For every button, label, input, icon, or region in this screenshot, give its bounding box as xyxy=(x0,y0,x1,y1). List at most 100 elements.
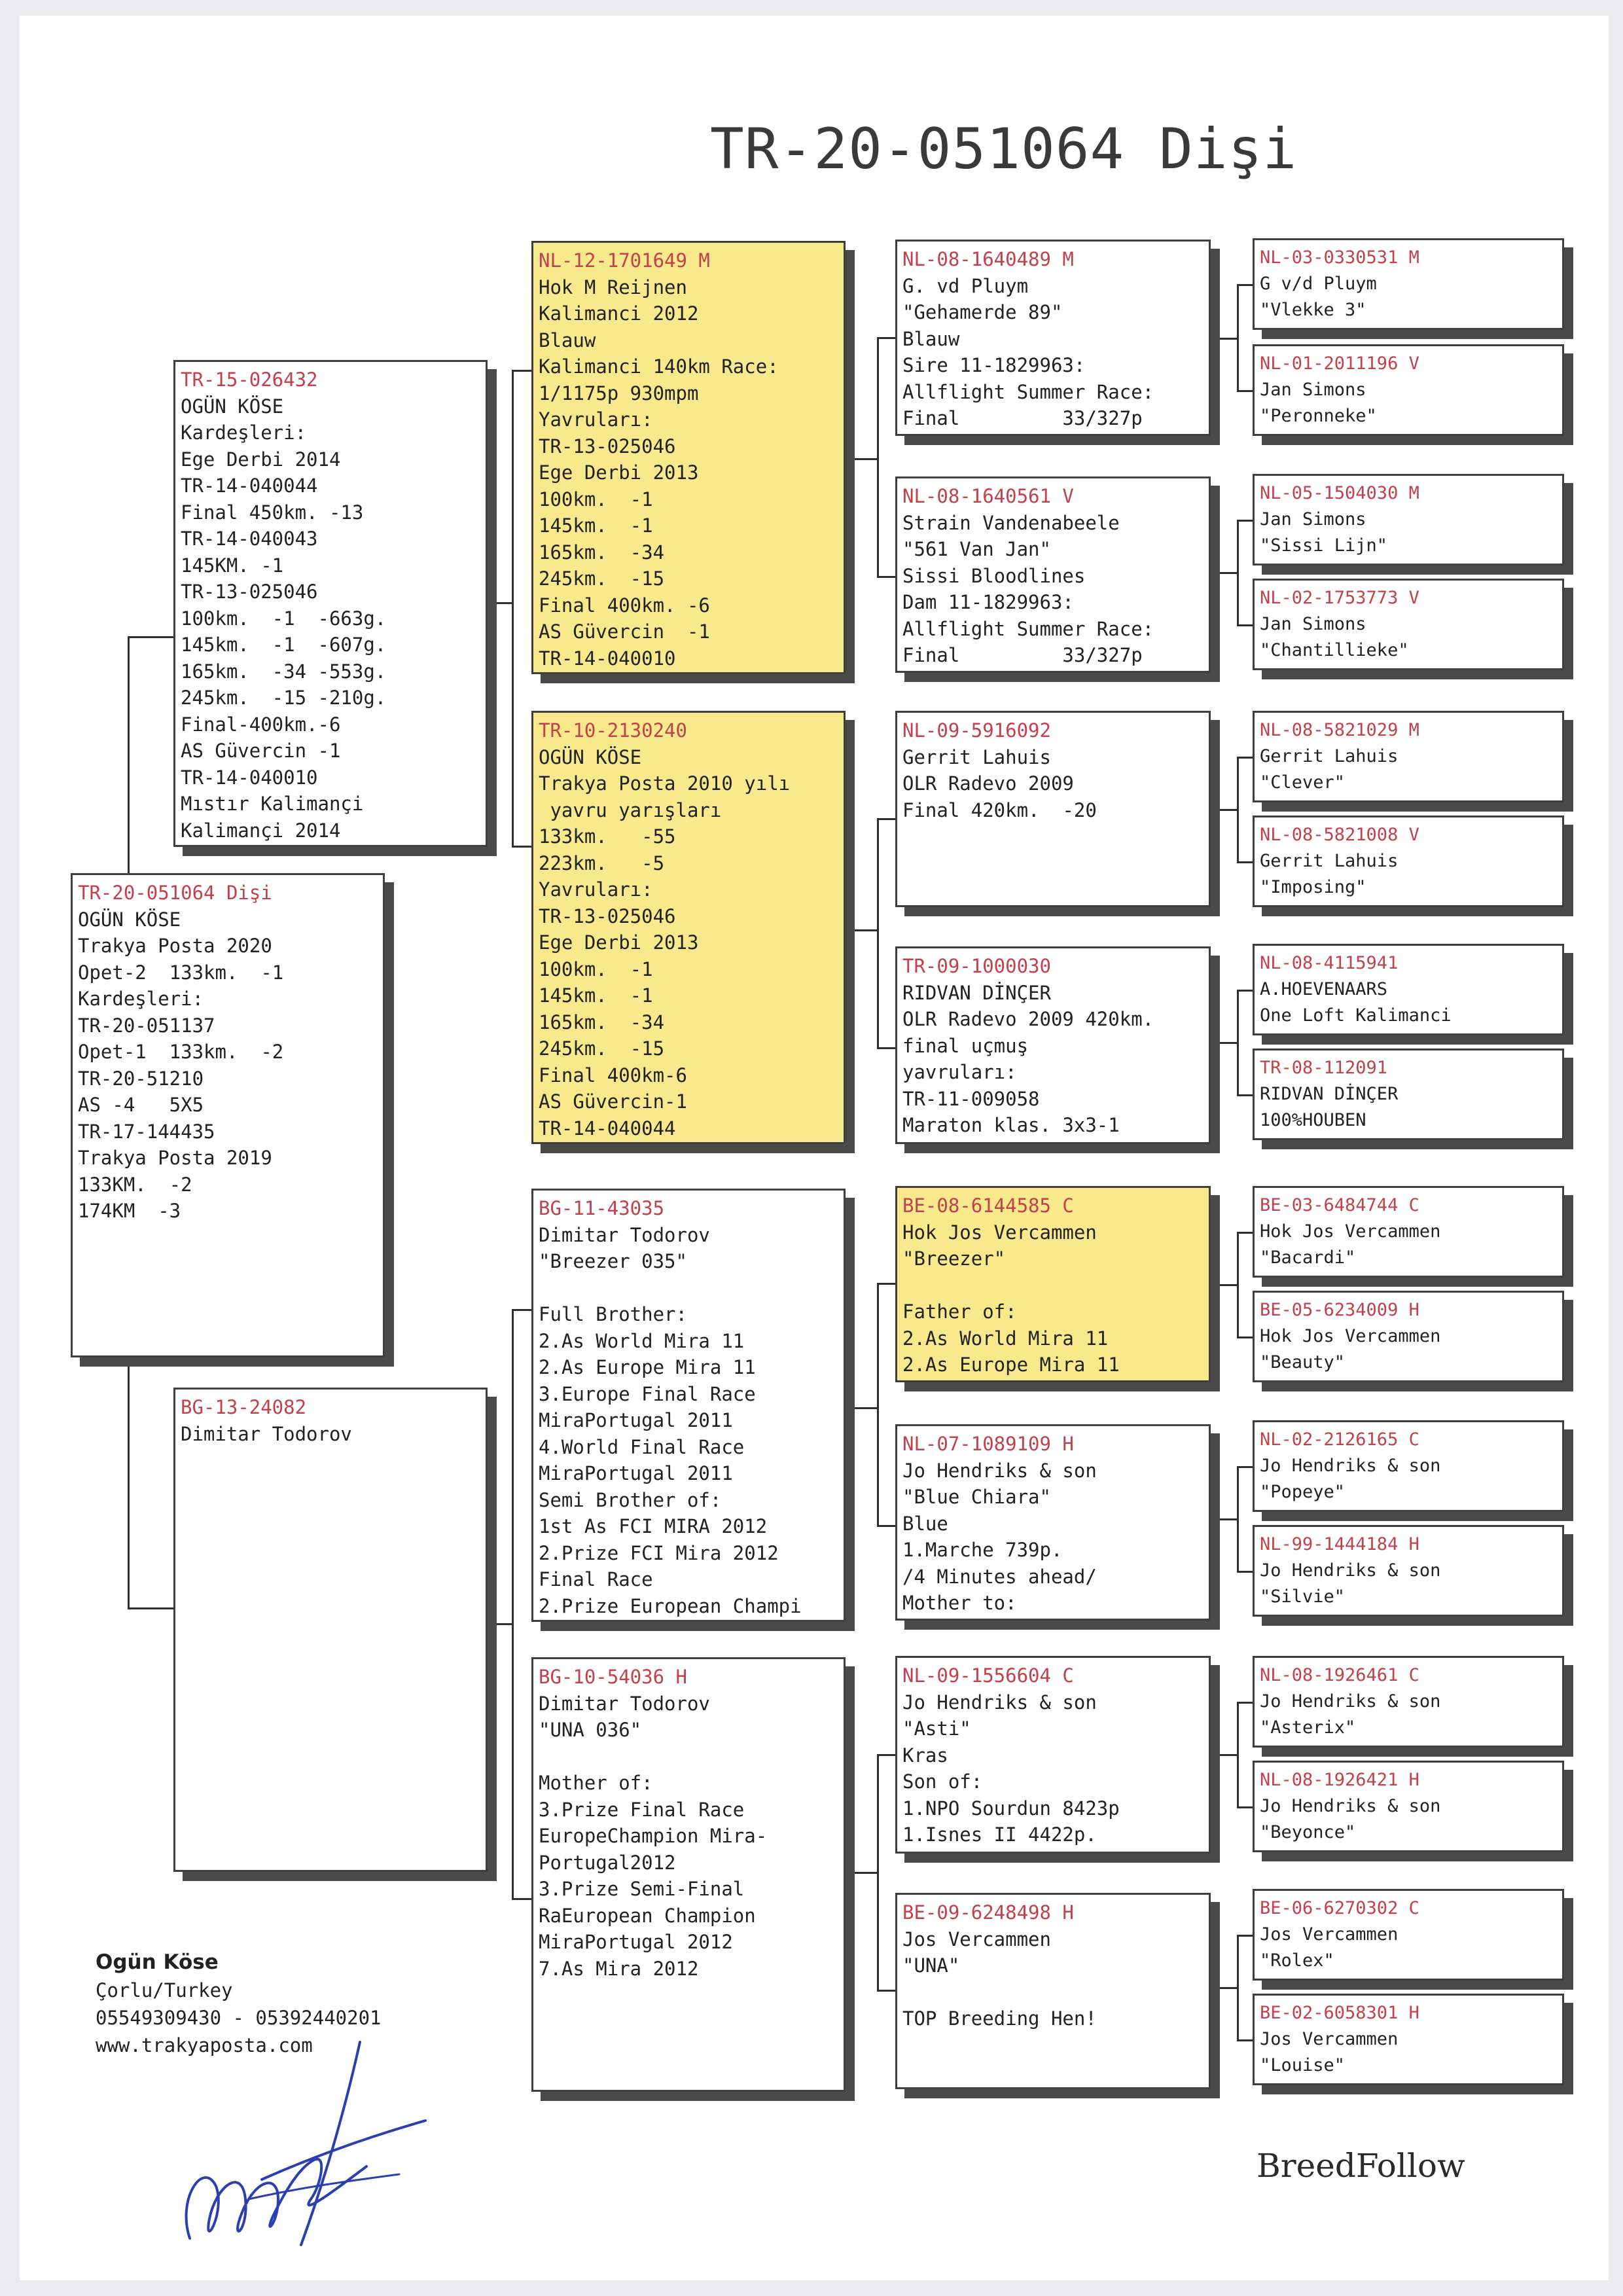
card-line: 133KM. -2 xyxy=(78,1173,192,1196)
card-line: OLR Radevo 2009 xyxy=(902,772,1074,795)
connector-line xyxy=(512,370,531,372)
card-line: OGÜN KÖSE xyxy=(181,395,284,418)
connector-line xyxy=(1237,990,1239,1094)
card-line: AS Güvercin -1 xyxy=(181,740,341,762)
card-line: Kalimanci 140km Race: xyxy=(539,355,779,378)
connector-line xyxy=(1211,572,1237,574)
connector-line xyxy=(877,1990,895,1992)
card-line: Full Brother: xyxy=(539,1303,687,1325)
ring-number: TR-15-026432 xyxy=(181,368,318,391)
ring-number: BE-02-6058301 H xyxy=(1260,2003,1419,2023)
connector-line xyxy=(846,929,877,931)
connector-line xyxy=(877,337,895,339)
card-line: "Beyonce" xyxy=(1260,1822,1356,1842)
ring-number: BE-05-6234009 H xyxy=(1260,1300,1419,1320)
connector-line xyxy=(1237,284,1239,390)
card-line: Yavruları: xyxy=(539,408,653,431)
connector-line xyxy=(877,576,895,578)
card-line: Jo Hendriks & son xyxy=(902,1459,1097,1482)
ring-number: TR-08-112091 xyxy=(1260,1058,1388,1078)
card-line: 245km. -15 xyxy=(539,567,665,590)
card-line: Mother of: xyxy=(539,1772,653,1794)
card-line: Ege Derbi 2013 xyxy=(539,931,699,954)
card-line: Mıstır Kalimançi xyxy=(181,793,364,815)
ring-number: NL-08-1926421 H xyxy=(1260,1770,1419,1790)
ring-number: NL-02-1753773 V xyxy=(1260,588,1419,608)
card-line: 174KM -3 xyxy=(78,1200,181,1222)
card-line: 2.Prize European Champi xyxy=(539,1594,802,1617)
card-line: Jan Simons xyxy=(1260,509,1366,529)
card-line: 4.World Final Race xyxy=(539,1435,745,1458)
card-line: Strain Vandenabeele xyxy=(902,511,1120,534)
card-line: "Gehamerde 89" xyxy=(902,301,1063,323)
ring-number: BE-08-6144585 C xyxy=(902,1194,1074,1217)
breeder-website[interactable]: www.trakyaposta.com xyxy=(96,2034,313,2056)
card-line: "Peronneke" xyxy=(1260,406,1377,426)
card-line: 2.As Europe Mira 11 xyxy=(902,1354,1120,1376)
card-line: "Breezer 035" xyxy=(539,1250,687,1272)
card-line: Ege Derbi 2013 xyxy=(539,461,699,484)
card-line: Jo Hendriks & son xyxy=(1260,1560,1441,1581)
card-line: Kardeşleri: xyxy=(181,422,307,444)
card-line: Final Race xyxy=(539,1568,653,1590)
connector-line xyxy=(128,636,130,873)
card-line: 165km. -34 xyxy=(539,541,665,564)
card-line: RIDVAN DİNÇER xyxy=(1260,1084,1399,1104)
connector-line xyxy=(877,1047,895,1049)
card-line: /4 Minutes ahead/ xyxy=(902,1565,1097,1588)
ring-number: TR-09-1000030 xyxy=(902,955,1051,977)
connector-line xyxy=(1237,624,1253,626)
card-line: Portugal2012 xyxy=(539,1851,676,1874)
ring-number: BE-06-6270302 C xyxy=(1260,1898,1419,1918)
card-line: TOP Breeding Hen! xyxy=(902,2007,1097,2030)
card-line: TR-13-025046 xyxy=(539,435,676,457)
ring-number: BG-11-43035 xyxy=(539,1197,665,1219)
connector-line xyxy=(128,1357,130,1607)
connector-line xyxy=(877,818,879,1047)
card-line xyxy=(539,1275,838,1302)
connector-line xyxy=(128,636,173,638)
card-line: Trakya Posta 2020 xyxy=(78,935,272,957)
connector-line xyxy=(877,1754,879,1990)
